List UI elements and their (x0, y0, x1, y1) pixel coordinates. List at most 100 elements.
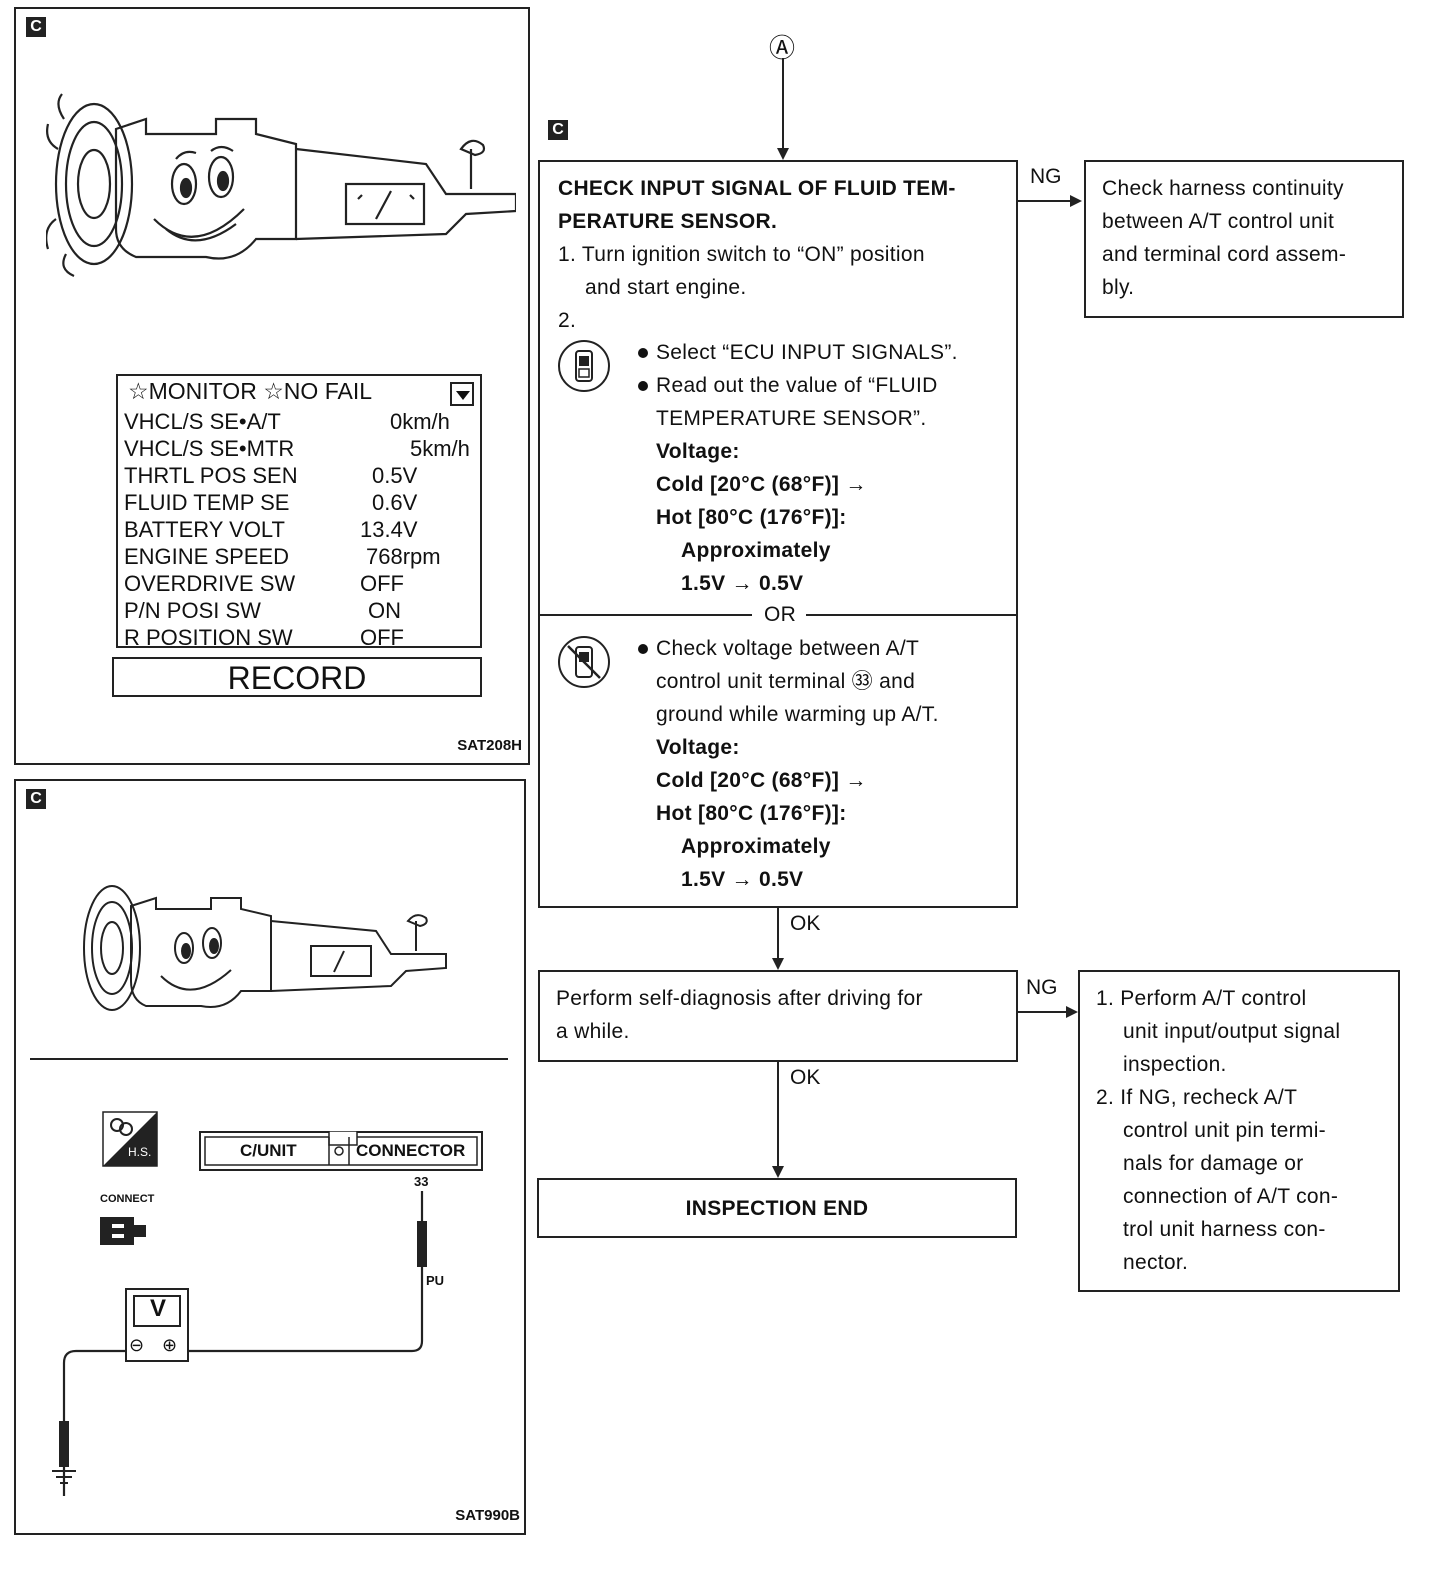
arrow-icon (772, 1166, 784, 1178)
step-text: 1. Turn ignition switch to “ON” position (558, 243, 925, 266)
result-text: bly. (1102, 276, 1135, 299)
monitor-item-name: THRTL POS SEN (124, 463, 298, 488)
instruction-text: Check voltage between A/T (656, 637, 920, 660)
arrow-icon (1070, 195, 1082, 207)
check-title: PERATURE SENSOR. (558, 210, 778, 233)
cold-spec: Cold [20°C (68°F)] → (656, 769, 867, 792)
scroll-down-icon[interactable] (450, 382, 474, 406)
or-label: OR (764, 603, 797, 626)
consult-tool-icon (558, 340, 610, 392)
instruction-text: Read out the value of “FLUID (656, 374, 938, 397)
result-text: trol unit harness con- (1123, 1218, 1326, 1241)
monitor-item-name: BATTERY VOLT (124, 517, 285, 542)
monitor-item-value: OFF (360, 571, 404, 596)
step-text: and start engine. (585, 276, 747, 299)
monitor-row: VHCL/S SE•MTR 5km/h (124, 436, 474, 463)
monitor-row: R POSITION SW OFF (124, 625, 474, 652)
approx-label: Approximately (681, 835, 831, 858)
harness-side-icon (102, 1111, 158, 1167)
step-text: Perform self-diagnosis after driving for (556, 987, 923, 1010)
monitor-item-name: ENGINE SPEED (124, 544, 290, 569)
flowchart-badge: C (548, 120, 568, 140)
minus-terminal-icon: ⊖ (129, 1335, 145, 1355)
step-number: 2. (558, 309, 577, 332)
monitor-screen: ☆MONITOR ☆NO FAIL VHCL/S SE•A/T 0km/h VH… (116, 374, 482, 650)
bullet (638, 381, 648, 391)
voltmeter-wiring (52, 1191, 427, 1496)
figure-code: SAT208H (457, 737, 522, 754)
monitor-row: FLUID TEMP SE 0.6V (124, 490, 474, 517)
plus-terminal-icon: ⊕ (162, 1335, 178, 1355)
monitor-row: THRTL POS SEN 0.5V (124, 463, 474, 490)
wire-color-label: PU (426, 1273, 445, 1288)
result-text: and terminal cord assem- (1102, 243, 1347, 266)
monitor-item-name: VHCL/S SE•A/T (124, 409, 281, 434)
connector-line (777, 1062, 779, 1166)
monitor-item-value: 0km/h (390, 409, 450, 434)
hs-label: H.S. (128, 1145, 152, 1159)
control-unit-connector (199, 1131, 483, 1171)
monitor-item-name: FLUID TEMP SE (124, 490, 290, 515)
result-text: nals for damage or (1123, 1152, 1304, 1175)
result-text: unit input/output signal (1123, 1020, 1341, 1043)
self-diagnosis-box: Perform self-diagnosis after driving for… (538, 970, 1018, 1062)
monitor-item-name: P/N POSI SW (124, 598, 261, 623)
arrow-icon (1066, 1006, 1078, 1018)
cold-spec: Cold [20°C (68°F)] → (656, 473, 867, 496)
connector-line (777, 908, 779, 958)
monitor-row: VHCL/S SE•A/T 0km/h (124, 409, 474, 436)
monitor-item-value: ON (368, 598, 401, 623)
monitor-item-value: 5km/h (410, 436, 470, 461)
result-text: 1. Perform A/T control (1096, 987, 1307, 1010)
connect-label: CONNECT (100, 1193, 155, 1205)
approx-label: Approximately (681, 539, 831, 562)
consult-monitor-panel: C ☆MONITOR ☆NO FAIL VHCL/S SE•A/T 0 (14, 7, 530, 765)
panel-badge: C (26, 17, 46, 37)
panel-badge: C (26, 789, 46, 809)
monitor-row: OVERDRIVE SW OFF (124, 571, 474, 598)
monitor-item-name: VHCL/S SE•MTR (124, 436, 295, 461)
instruction-text: control unit terminal ㉝ and (656, 670, 916, 693)
arrow-icon (777, 148, 789, 160)
inspection-end-box: INSPECTION END (537, 1178, 1017, 1238)
monitor-header: ☆MONITOR ☆NO FAIL (128, 378, 373, 404)
ng-result-box: Check harness continuity between A/T con… (1084, 160, 1404, 318)
connector-line (1018, 1011, 1068, 1013)
figure-code: SAT990B (455, 1507, 520, 1524)
monitor-row: ENGINE SPEED 768rpm (124, 544, 474, 571)
arrow-icon (772, 958, 784, 970)
monitor-item-name: OVERDRIVE SW (124, 571, 296, 596)
monitor-item-value: OFF (360, 625, 404, 650)
record-button[interactable]: RECORD (112, 657, 482, 697)
bullet (638, 348, 648, 358)
voltmeter-label: V (150, 1295, 167, 1322)
bullet (638, 644, 648, 654)
connector-line (782, 58, 784, 148)
monitor-row: BATTERY VOLT 13.4V (124, 517, 474, 544)
voltage-label: Voltage: (656, 440, 740, 463)
connector-line (1018, 200, 1072, 202)
hot-spec: Hot [80°C (176°F)]: (656, 506, 847, 529)
connector-label: CONNECTOR (356, 1141, 466, 1160)
check-signal-box: CHECK INPUT SIGNAL OF FLUID TEM- PERATUR… (538, 160, 1018, 908)
result-text: 2. If NG, recheck A/T (1096, 1086, 1298, 1109)
monitor-item-value: 0.5V (372, 463, 418, 488)
monitor-item-value: 0.6V (372, 490, 418, 515)
voltage-check-panel: C H.S. CONNECT (14, 779, 526, 1535)
divider-line (30, 1058, 508, 1060)
result-text: nector. (1123, 1251, 1189, 1274)
result-text: between A/T control unit (1102, 210, 1335, 233)
no-consult-icon (558, 636, 610, 688)
ng-label: NG (1030, 165, 1062, 188)
result-text: control unit pin termi- (1123, 1119, 1326, 1142)
result-text: inspection. (1123, 1053, 1227, 1076)
monitor-row: P/N POSI SW ON (124, 598, 474, 625)
cunit-label: C/UNIT (240, 1141, 297, 1160)
monitor-item-name: R POSITION SW (124, 625, 293, 650)
voltage-range: 1.5V → 0.5V (681, 572, 804, 595)
ng-result-box: 1. Perform A/T control unit input/output… (1078, 970, 1400, 1292)
instruction-text: Select “ECU INPUT SIGNALS”. (656, 341, 958, 364)
monitor-item-value: 13.4V (360, 517, 418, 542)
hot-spec: Hot [80°C (176°F)]: (656, 802, 847, 825)
voltage-label: Voltage: (656, 736, 740, 759)
